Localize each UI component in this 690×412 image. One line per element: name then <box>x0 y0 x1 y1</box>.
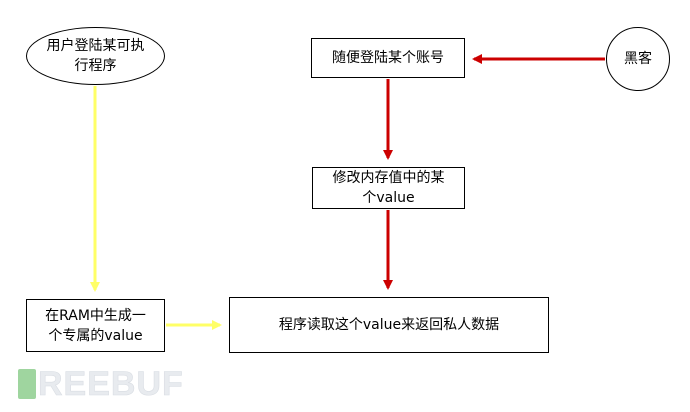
node-random-login-label: 随便登陆某个账号 <box>332 50 444 66</box>
node-modify-memory-label: 修改内存值中的某 个value <box>332 170 445 206</box>
watermark-text: REEBUF <box>38 364 184 403</box>
node-random-login: 随便登陆某个账号 <box>311 38 465 78</box>
node-modify-memory: 修改内存值中的某 个value <box>312 167 465 209</box>
node-hacker: 黑客 <box>606 27 670 91</box>
node-read-value-label: 程序读取这个value来返回私人数据 <box>278 317 500 333</box>
node-user-login-label: 用户登陆某可执 行程序 <box>46 38 145 74</box>
node-ram-value-label: 在RAM中生成一 个专属的value <box>45 307 146 344</box>
node-ram-value: 在RAM中生成一 个专属的value <box>26 299 165 352</box>
node-user-login: 用户登陆某可执 行程序 <box>26 27 165 85</box>
node-read-value: 程序读取这个value来返回私人数据 <box>229 297 549 353</box>
freebuf-watermark: REEBUF <box>18 362 184 406</box>
watermark-logo-mark <box>18 369 36 399</box>
node-hacker-label: 黑客 <box>624 51 652 67</box>
